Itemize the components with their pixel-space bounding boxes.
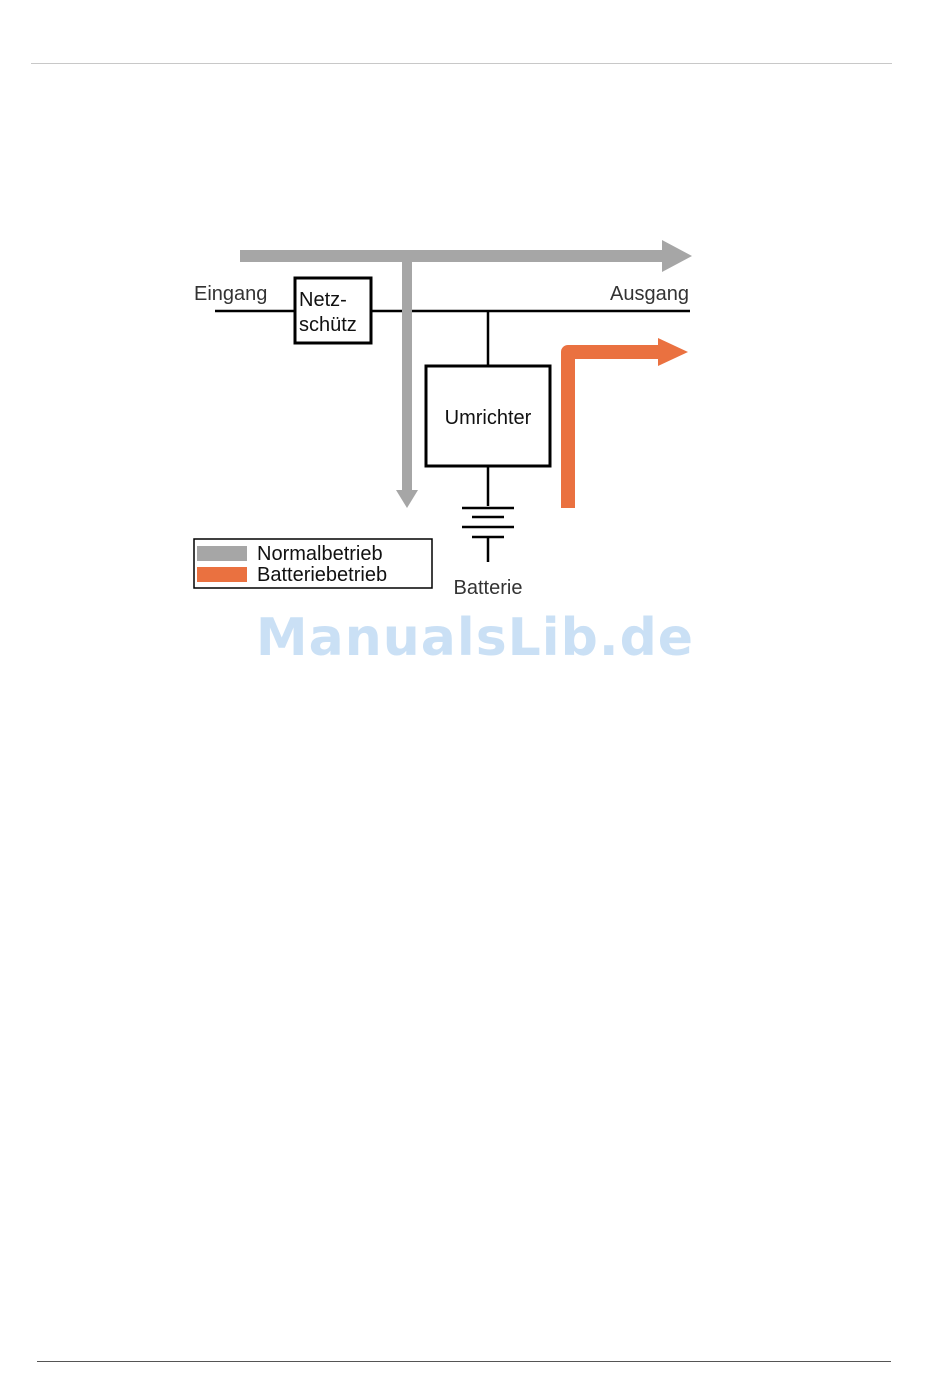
legend-label-battery: Batteriebetrieb	[257, 564, 387, 586]
contactor-label-line2: schütz	[299, 314, 357, 336]
watermark: ManualsLib.de	[0, 608, 950, 668]
legend-swatch-battery	[197, 567, 247, 582]
legend-swatch-normal	[197, 546, 247, 561]
bottom-rule	[37, 1361, 891, 1362]
battery-label: Batterie	[454, 577, 523, 599]
battery-flow-shaft	[568, 352, 662, 508]
normal-flow-shaft	[240, 250, 665, 262]
normal-flow-down-shaft	[402, 262, 412, 495]
normal-flow-arrow	[240, 240, 692, 272]
contactor-label-line1: Netz-	[299, 289, 347, 311]
input-label: Eingang	[194, 283, 267, 305]
normal-flow-arrowhead	[662, 240, 692, 272]
legend: Normalbetrieb Batteriebetrieb	[194, 539, 432, 588]
normal-flow-down-arrowhead	[396, 490, 418, 508]
normal-flow-down-arrow	[396, 262, 418, 508]
battery-flow-arrowhead	[658, 338, 688, 366]
battery-flow-arrow	[568, 338, 688, 508]
battery-symbol	[462, 508, 514, 562]
legend-label-normal: Normalbetrieb	[257, 543, 383, 565]
output-label: Ausgang	[610, 283, 689, 305]
inverter-label: Umrichter	[445, 407, 532, 429]
